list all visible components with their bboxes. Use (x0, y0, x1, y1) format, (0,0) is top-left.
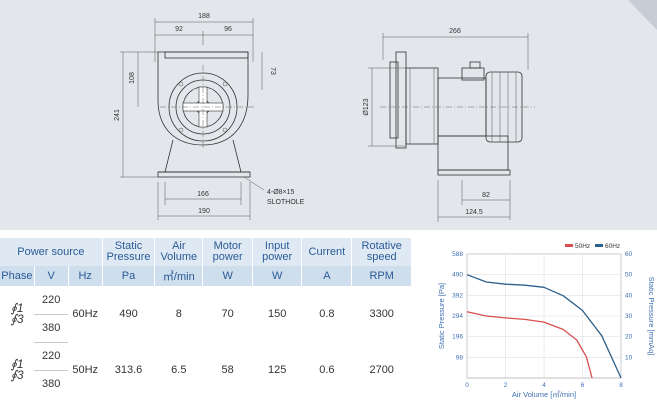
technical-drawing: 188 92 96 73 108 241 (0, 0, 657, 230)
series-line-50Hz (466, 311, 593, 379)
front-view: 188 92 96 73 108 241 (114, 13, 305, 220)
drawing-canvas: 188 92 96 73 108 241 (114, 0, 657, 222)
header-current: Current (301, 238, 353, 266)
legend-label-60Hz: 60Hz (605, 243, 620, 250)
x-tick-label: 0 (465, 382, 469, 389)
voltage-cell: 220 (34, 286, 69, 315)
voltage-cell: 220 (34, 342, 69, 371)
y-left-tick-label: 196 (452, 334, 463, 341)
table-row: 380 (0, 370, 412, 398)
slot-note-size: 4-Ø8×15 (267, 189, 295, 196)
dim-base-inner: 166 (197, 191, 209, 198)
y-right-tick-label: 50 (625, 272, 633, 279)
legend-swatch-50Hz (565, 244, 573, 247)
legend-label-50Hz: 50Hz (575, 243, 590, 250)
speed-cell: 3300 (369, 308, 394, 320)
voltage-cell: 380 (34, 314, 69, 343)
unit-rpm: RPM (351, 266, 412, 286)
y-right-tick-label: 40 (625, 292, 633, 299)
dim-base-outer: 190 (198, 208, 210, 215)
hz-cell: 50Hz (72, 364, 99, 376)
input-cell: 150 (267, 308, 287, 320)
y-right-axis-label: Static Pressure [mmAq] (647, 277, 656, 356)
hz-cell: 60Hz (72, 308, 99, 320)
x-axis-label: Air Volume [㎥/min] (512, 390, 576, 399)
header-power-source: Power source (0, 238, 103, 266)
y-left-tick-label: 392 (452, 292, 463, 299)
speed-cell: 2700 (369, 364, 394, 376)
x-tick-label: 6 (581, 382, 585, 389)
slot-note-label: SLOTHOLE (267, 199, 305, 206)
unit-w2: W (252, 266, 303, 286)
motor-cell: 58 (221, 364, 234, 376)
motor-cell: 70 (221, 308, 234, 320)
side-view: 266 Ø123 82 124.5 (363, 28, 535, 222)
unit-phase: Phase (0, 266, 35, 286)
y-right-tick-label: 60 (625, 251, 633, 258)
dim-right-width: 96 (224, 26, 232, 33)
y-left-tick-label: 588 (452, 251, 463, 258)
table-row: ∮1∮3 220 60Hz 490 8 70 150 0.8 3300 (0, 286, 412, 325)
series-line-60Hz (466, 274, 622, 379)
x-tick-label: 2 (504, 382, 508, 389)
phase-cell: ∮1∮3 (10, 357, 24, 382)
pressure-cell: 490 (119, 308, 138, 320)
unit-pa: Pa (102, 266, 156, 286)
y-right-tick-label: 20 (625, 334, 633, 341)
x-tick-label: 8 (619, 382, 623, 389)
unit-air: ㎥/min (154, 266, 204, 286)
units-row: Phase V Hz Pa ㎥/min W W A RPM (0, 266, 412, 286)
y-left-tick-label: 98 (456, 354, 464, 361)
y-right-tick-label: 30 (625, 313, 633, 320)
unit-v: V (34, 266, 69, 286)
legend-swatch-60Hz (595, 244, 603, 247)
dim-base-width: 82 (482, 192, 490, 199)
y-right-tick-label: 10 (625, 354, 633, 361)
y-left-tick-label: 294 (452, 313, 463, 320)
pressure-cell: 313.6 (114, 364, 143, 376)
dim-diameter: Ø123 (363, 98, 370, 115)
unit-a: A (301, 266, 353, 286)
volume-cell: 6.5 (171, 364, 187, 376)
corner-fold (628, 0, 657, 30)
table-row: 380 (0, 314, 412, 343)
unit-w1: W (202, 266, 253, 286)
volume-cell: 8 (175, 308, 182, 320)
phase-cell: ∮1∮3 (10, 301, 24, 326)
dim-left-width: 92 (175, 26, 183, 33)
dim-total-width: 188 (198, 13, 210, 20)
dim-outlet-height: 73 (269, 67, 276, 75)
dim-total-length: 266 (449, 28, 461, 35)
y-left-axis-label: Static Pressure [Pa] (437, 283, 446, 349)
x-tick-label: 4 (542, 382, 546, 389)
dim-base-offset: 124.5 (465, 209, 483, 216)
unit-hz: Hz (68, 266, 103, 286)
input-cell: 125 (267, 364, 287, 376)
current-cell: 0.6 (319, 364, 335, 376)
current-cell: 0.8 (319, 308, 335, 320)
dim-center-height: 108 (129, 72, 136, 84)
dim-total-height: 241 (114, 109, 121, 121)
voltage-cell: 380 (41, 378, 61, 391)
table-row: ∮1∮3 220 50Hz 313.6 6.5 58 125 0.6 2700 (0, 342, 412, 381)
y-left-tick-label: 490 (452, 272, 463, 279)
